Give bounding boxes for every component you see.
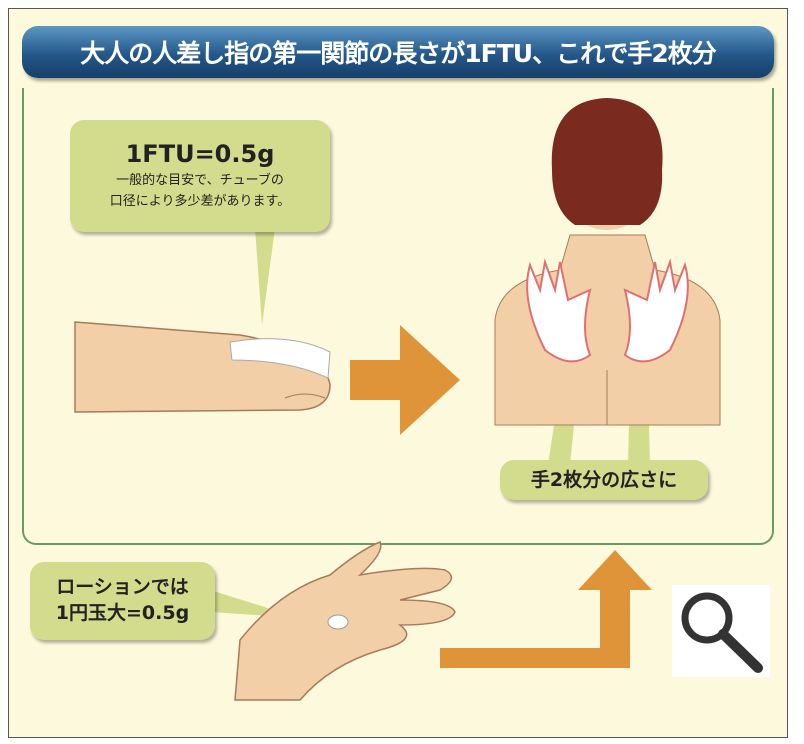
page-title: 大人の人差し指の第一関節の長さが1FTU、これで手2枚分 [22, 26, 774, 78]
finger-illustration [74, 321, 331, 413]
ftu-heading: 1FTU=0.5g [125, 140, 275, 168]
lotion-line2: 1円玉大=0.5g [55, 602, 190, 624]
lotion-bubble: ローションでは 1円玉大=0.5g [30, 562, 215, 640]
arrow-right-icon [350, 325, 460, 435]
palm-illustration [234, 541, 456, 701]
magnifier-icon[interactable] [672, 585, 770, 677]
back-illustration [494, 98, 721, 426]
lotion-line1: ローションでは [56, 576, 189, 598]
ftu-note-line1: 一般的な目安で、チューブの [116, 173, 284, 188]
lotion-drop [327, 614, 349, 630]
upper-panel [22, 88, 774, 545]
ftu-bubble: 1FTU=0.5g 一般的な目安で、チューブの 口径により多少差があります。 [70, 120, 330, 232]
area-label: 手2枚分の広さに [500, 460, 708, 500]
ftu-note-line2: 口径により多少差があります。 [109, 194, 291, 209]
bubble-tail [255, 228, 275, 325]
arrow-up-icon [440, 550, 652, 668]
